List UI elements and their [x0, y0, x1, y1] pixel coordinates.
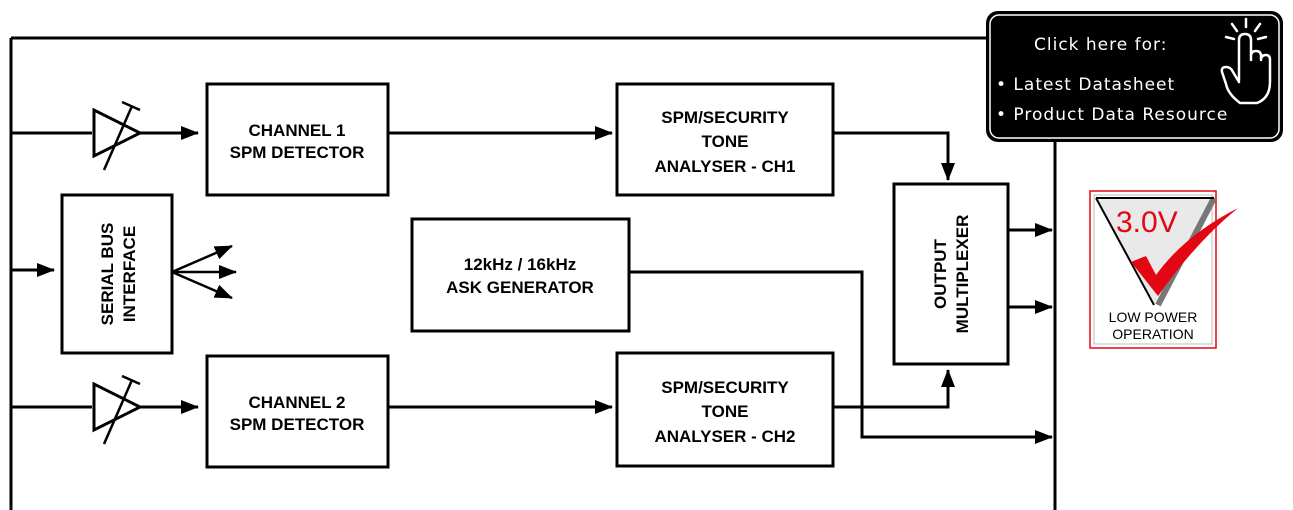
check-mark-icon [1131, 208, 1238, 296]
badge-voltage: 3.0V [1116, 206, 1178, 239]
ask-generator-path [629, 270, 1053, 444]
channel-1-detector-block: CHANNEL 1 SPM DETECTOR [205, 82, 390, 197]
callout-heading: Click here for: [1034, 35, 1167, 55]
pointing-hand-icon [1220, 17, 1272, 105]
badge-line-2: OPERATION [1112, 326, 1193, 342]
frame-lines [9, 36, 1057, 510]
analyser-ch1-block: SPM/SECURITY TONE ANALYSER - CH1 [615, 82, 835, 197]
channel-2-detector-label: SPM DETECTOR [230, 415, 365, 434]
analyser-ch2-label: ANALYSER - CH2 [654, 427, 795, 446]
channel-2-input [11, 374, 199, 445]
ask-generator-label: ASK GENERATOR [446, 278, 594, 297]
analyser-ch1-label: ANALYSER - CH1 [654, 157, 795, 176]
callout-item-product-data[interactable]: • Product Data Resource [996, 105, 1228, 125]
output-mux-label: MULTIPLEXER [953, 215, 972, 334]
output-mux-label: OUTPUT [931, 238, 950, 309]
serial-bus-block: SERIAL BUS INTERFACE [60, 193, 174, 355]
serial-bus-label: SERIAL BUS [98, 223, 117, 326]
channel-2-detector-block: CHANNEL 2 SPM DETECTOR [205, 354, 390, 469]
channel-1-detector-label: CHANNEL 1 [249, 121, 346, 140]
channel-1-detector-label: SPM DETECTOR [230, 143, 365, 162]
badge-line-1: LOW POWER [1109, 309, 1198, 325]
output-multiplexer-block: OUTPUT MULTIPLEXER [892, 182, 1010, 366]
serial-bus-label: INTERFACE [120, 226, 139, 322]
channel-2-detector-label: CHANNEL 2 [249, 393, 346, 412]
datasheet-callout[interactable]: Click here for: • Latest Datasheet • Pro… [986, 11, 1283, 142]
serial-bus-outputs [171, 244, 237, 300]
analyser-ch2-label: SPM/SECURITY [661, 378, 789, 397]
channel-1-input [11, 100, 199, 171]
analyser-ch1-label: TONE [702, 132, 749, 151]
callout-item-datasheet[interactable]: • Latest Datasheet [996, 75, 1175, 95]
ask-generator-block: 12kHz / 16kHz ASK GENERATOR [410, 217, 631, 333]
low-power-badge: 3.0V LOW POWER OPERATION [1089, 190, 1238, 349]
ask-generator-label: 12kHz / 16kHz [464, 255, 576, 274]
detector-to-analyser [388, 126, 613, 414]
analyser-to-mux [833, 131, 955, 409]
analyser-ch2-label: TONE [702, 402, 749, 421]
analyser-ch2-block: SPM/SECURITY TONE ANALYSER - CH2 [615, 351, 835, 468]
analyser-ch1-label: SPM/SECURITY [661, 108, 789, 127]
mux-outputs [1008, 223, 1053, 314]
